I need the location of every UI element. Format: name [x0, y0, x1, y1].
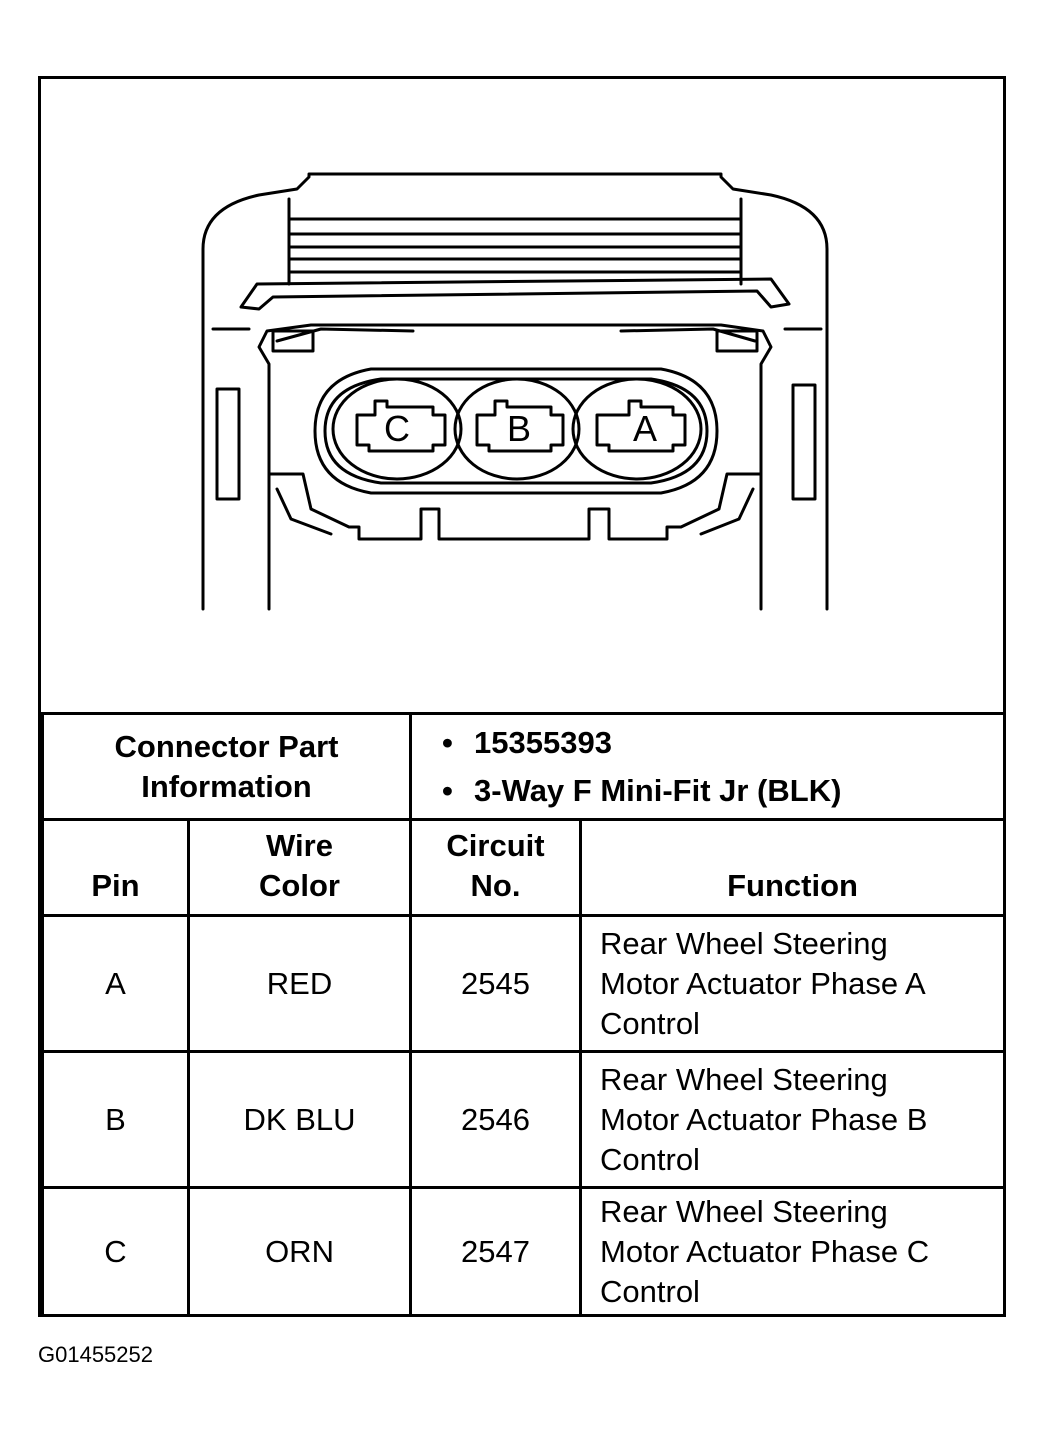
- header-pin: Pin: [41, 818, 190, 917]
- cavity-label-b: B: [507, 408, 531, 449]
- part-description: 3-Way F Mini-Fit Jr (BLK): [442, 767, 1003, 815]
- cavity-c: [331, 377, 463, 481]
- cavity-housing: [313, 367, 719, 495]
- table-row: A RED 2545 Rear Wheel Steering Motor Act…: [41, 914, 1007, 1053]
- connector-part-label-line1: Connector Part: [114, 728, 339, 764]
- cavity-b: [453, 377, 581, 481]
- function-cell: Rear Wheel Steering Motor Actuator Phase…: [579, 1186, 1007, 1317]
- figure-code: G01455252: [38, 1342, 153, 1367]
- wire-color-cell: DK BLU: [186, 1050, 413, 1189]
- cavity-label-c: C: [384, 408, 410, 449]
- function-cell: Rear Wheel Steering Motor Actuator Phase…: [579, 914, 1007, 1053]
- function-cell: Rear Wheel Steering Motor Actuator Phase…: [579, 1050, 1007, 1189]
- circuit-cell: 2547: [409, 1186, 583, 1317]
- circuit-cell: 2546: [409, 1050, 583, 1189]
- wire-color-cell: ORN: [186, 1186, 413, 1317]
- pin-cell: A: [41, 914, 190, 1053]
- table-row: C ORN 2547 Rear Wheel Steering Motor Act…: [41, 1186, 1007, 1317]
- connector-diagram-frame: C B A Connector Part Information 1535539…: [38, 76, 1007, 1317]
- part-number: 15355393: [442, 719, 1003, 767]
- connector-face-illustration: C B A: [201, 172, 829, 611]
- table-header-row: Pin Wire Color Circuit No. Function: [41, 818, 1007, 917]
- connector-housing-outline: [201, 172, 829, 611]
- connector-info-table: Connector Part Information 15355393 3-Wa…: [40, 712, 1007, 1317]
- pin-cell: B: [41, 1050, 190, 1189]
- connector-part-label-line2: Information: [141, 768, 312, 804]
- connector-inner-body: [257, 323, 773, 611]
- header-circuit-no: Circuit No.: [409, 818, 583, 917]
- header-function: Function: [579, 818, 1007, 917]
- pin-cell: C: [41, 1186, 190, 1317]
- connector-part-label: Connector Part Information: [40, 712, 413, 821]
- header-wire-color: Wire Color: [186, 818, 413, 917]
- cavity-label-a: A: [633, 408, 657, 449]
- circuit-cell: 2545: [409, 914, 583, 1053]
- table-row: B DK BLU 2546 Rear Wheel Steering Motor …: [41, 1050, 1007, 1189]
- connector-part-values: 15355393 3-Way F Mini-Fit Jr (BLK): [409, 712, 1007, 821]
- wire-color-cell: RED: [186, 914, 413, 1053]
- connector-part-row: Connector Part Information 15355393 3-Wa…: [40, 712, 1007, 821]
- cavity-a: [571, 377, 703, 481]
